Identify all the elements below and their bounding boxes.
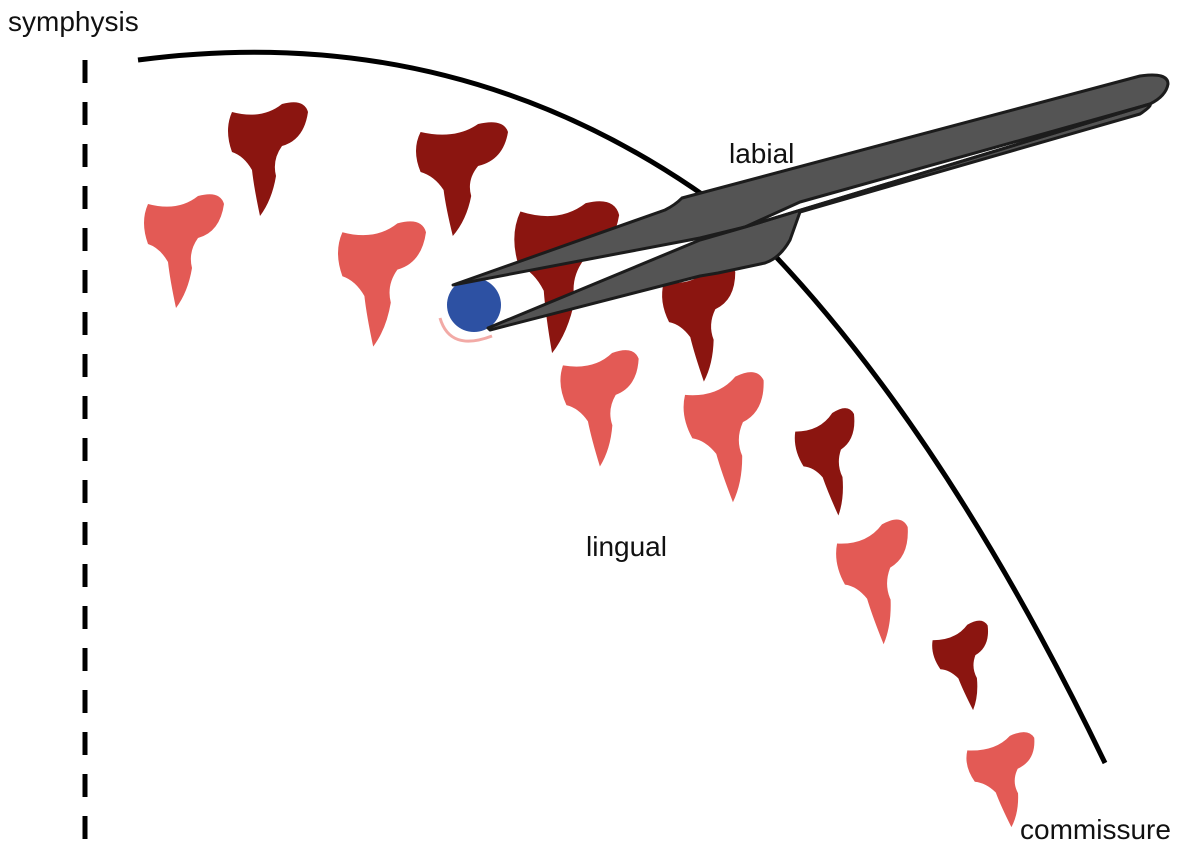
labial-label: labial [729,138,795,169]
symphysis-label: symphysis [8,6,139,37]
tooth-dark [790,405,876,524]
commissure-label: commissure [1020,814,1171,845]
tooth-dark [416,122,508,237]
tooth-row-dark [228,102,1008,717]
blue-dot-icon [447,278,501,332]
tooth-light [338,221,426,347]
tooth-dark [228,102,308,217]
forceps-icon [451,73,1170,332]
lingual-label: lingual [586,531,667,562]
tooth-light [679,369,783,509]
tooth-light [831,516,929,652]
tooth-dark [510,198,620,356]
tooth-light [144,194,224,308]
faint-arc [438,317,493,343]
tooth-light [558,348,648,470]
tooth-dark [927,618,1008,717]
